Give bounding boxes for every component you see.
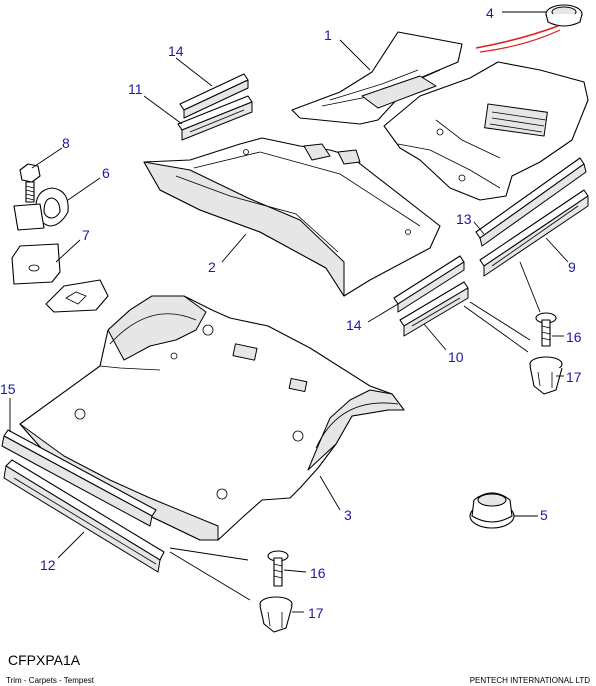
- part-1-front-carpet: [291, 31, 463, 125]
- part-15-sill-strip: [1, 429, 157, 527]
- part-7-bracket: [11, 203, 109, 313]
- callout-1: 1: [324, 27, 332, 43]
- part-4-plug: [545, 4, 583, 27]
- part-1-front-carpet-right: [383, 61, 589, 201]
- callout-13: 13: [456, 211, 472, 227]
- part-6-tie-down-ring: [35, 187, 69, 227]
- callout-5: 5: [540, 507, 548, 523]
- highlight-line-1: [475, 25, 559, 49]
- part-16-screw-lower: [267, 550, 289, 587]
- callout-2: 2: [208, 259, 216, 275]
- callout-labels: 4 1 14 11 8 6 7 2 13 9 14 10 16 17 15 3 …: [0, 5, 582, 621]
- part-12-sill-strip: [3, 459, 165, 573]
- callout-9: 9: [568, 259, 576, 275]
- callout-8: 8: [62, 135, 70, 151]
- callout-10: 10: [448, 349, 464, 365]
- callout-17-right: 17: [566, 369, 582, 385]
- callout-17-lower: 17: [308, 605, 324, 621]
- callout-15: 15: [0, 381, 16, 397]
- leader-lines: [9, 11, 569, 613]
- callout-11: 11: [128, 81, 143, 97]
- part-17-clip-right: [529, 356, 563, 395]
- part-14-sill-strip-centre: [393, 255, 465, 313]
- part-16-screw-right: [535, 312, 557, 347]
- part-5-grommet: [469, 492, 515, 529]
- part-9-sill-strip: [479, 189, 589, 277]
- callout-7: 7: [82, 227, 90, 243]
- diagram-code: CFPXPA1A: [8, 652, 81, 668]
- part-14-sill-strip-top: [179, 73, 249, 119]
- callout-3: 3: [344, 507, 352, 523]
- part-13-sill-strip: [475, 157, 587, 247]
- part-11-sill-strip: [177, 95, 253, 141]
- company-name: PENTECH INTERNATIONAL LTD: [469, 676, 590, 685]
- part-8-bolt: [19, 163, 41, 203]
- part-3-boot-carpet: [19, 295, 405, 541]
- callout-14-top: 14: [168, 43, 184, 59]
- highlight-line-2: [479, 29, 561, 53]
- callout-14-centre: 14: [346, 317, 362, 333]
- part-2-rear-carpet: [143, 137, 441, 297]
- callout-4: 4: [486, 5, 494, 21]
- part-10-sill-strip: [399, 281, 469, 337]
- callout-6: 6: [102, 165, 110, 181]
- part-17-clip-lower: [259, 596, 293, 633]
- diagram-title: Trim - Carpets - Tempest: [6, 676, 95, 685]
- callout-12: 12: [40, 557, 56, 573]
- callout-16-lower: 16: [310, 565, 326, 581]
- callout-16-right: 16: [566, 329, 582, 345]
